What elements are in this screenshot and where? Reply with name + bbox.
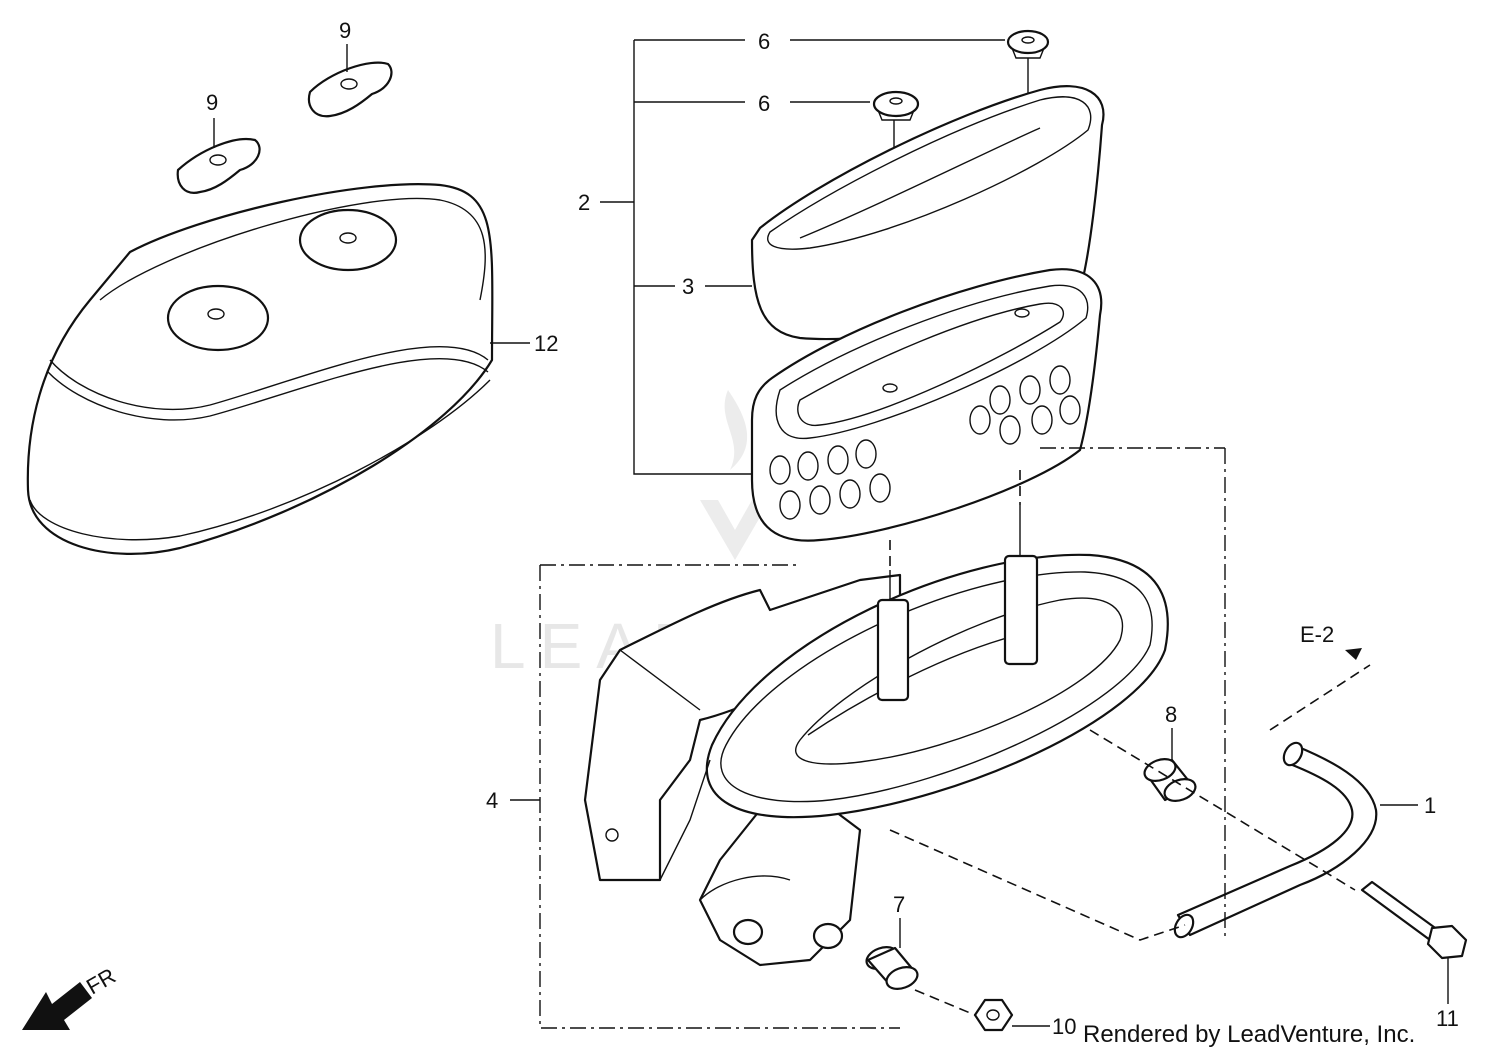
flange-bolt[interactable] xyxy=(1360,880,1468,960)
callout-6-top: 6 xyxy=(758,29,770,54)
wing-nut-lower[interactable] xyxy=(176,137,261,194)
callout-12: 12 xyxy=(534,331,558,356)
callout-1: 1 xyxy=(1424,793,1436,818)
credit-text: Rendered by LeadVenture, Inc. xyxy=(1083,1021,1415,1048)
callout-3: 3 xyxy=(682,274,694,299)
callout-9-lower: 9 xyxy=(206,90,218,115)
collar-7[interactable] xyxy=(864,943,921,993)
grommet-top[interactable] xyxy=(1006,29,1050,59)
callout-labels: 6 6 2 3 4 12 9 9 8 7 1 11 10 xyxy=(206,18,1459,1039)
reference-label: E-2 xyxy=(1300,622,1334,647)
callout-4: 4 xyxy=(486,788,498,813)
flange-nut[interactable] xyxy=(973,998,1014,1032)
callout-lines xyxy=(213,39,1449,1027)
paper-element[interactable] xyxy=(750,268,1103,542)
front-direction-arrow: FR xyxy=(22,963,120,1030)
assembly-lines xyxy=(539,447,1371,1029)
callout-8: 8 xyxy=(1165,702,1177,727)
callout-10: 10 xyxy=(1052,1014,1076,1039)
callout-11: 11 xyxy=(1436,1006,1459,1031)
callout-9-upper: 9 xyxy=(339,18,351,43)
reference-arrow: E-2 xyxy=(1300,622,1362,660)
wing-nut-upper[interactable] xyxy=(307,61,393,118)
breather-tube[interactable] xyxy=(1171,740,1378,941)
collar-8[interactable] xyxy=(1142,755,1199,805)
air-cleaner-cover[interactable] xyxy=(26,183,494,555)
callout-6-middle: 6 xyxy=(758,91,770,116)
grommet-middle[interactable] xyxy=(872,90,920,121)
callout-7: 7 xyxy=(893,892,905,917)
air-cleaner-base[interactable] xyxy=(583,505,1169,967)
callout-2: 2 xyxy=(578,190,590,215)
